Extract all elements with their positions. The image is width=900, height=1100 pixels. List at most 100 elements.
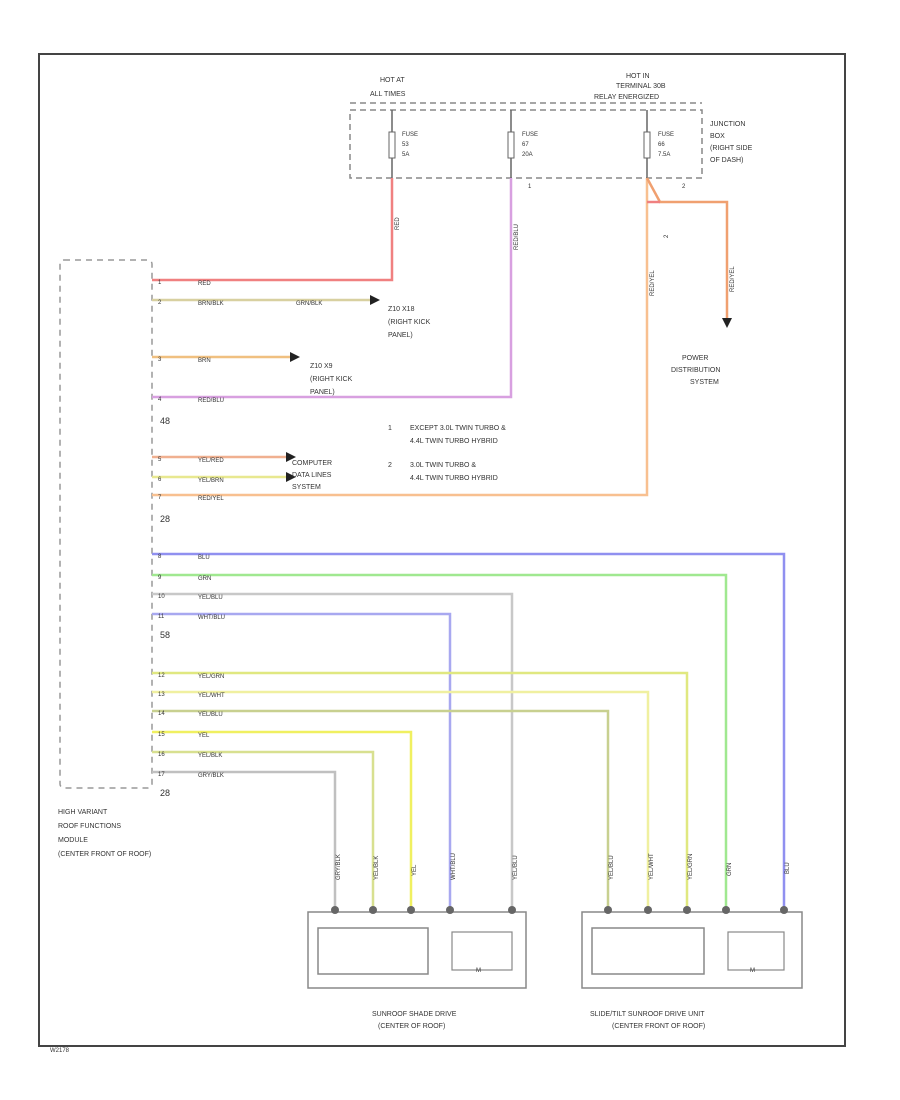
pin-15: 15 — [158, 732, 165, 738]
label-jump-note: 2 — [664, 234, 670, 238]
pin-3: 3 — [158, 357, 162, 363]
wire-gry-blk — [152, 770, 337, 910]
arrow-ground-x98 — [290, 352, 300, 362]
tilt-pin-2 — [644, 906, 652, 914]
shade-pin-4 — [446, 906, 454, 914]
pin-5: 5 — [158, 457, 162, 463]
computer-data-label-3: SYSTEM — [292, 484, 321, 491]
pin-14: 14 — [158, 711, 165, 717]
pin-16: 16 — [158, 752, 165, 758]
note-2-line-1: 3.0L TWIN TURBO & — [410, 462, 476, 469]
label-brn-blk: BRN/BLK — [198, 301, 224, 307]
hot-in-terminal-label-1: HOT IN — [626, 73, 650, 80]
fuse-66-number: 66 — [658, 142, 665, 148]
tilt-motor-body — [591, 927, 705, 975]
vlabel-yel-blu-tilt: YEL/BLU — [609, 855, 615, 880]
pin-9: 9 — [158, 575, 162, 581]
label-fuse66-redyel: RED/YEL — [650, 270, 656, 296]
hot-in-terminal-label-2: TERMINAL 30B — [616, 83, 666, 90]
pin-2: 2 — [158, 300, 162, 306]
shade-pin-3 — [407, 906, 415, 914]
note-1-line-2: 4.4L TWIN TURBO HYBRID — [410, 438, 498, 445]
pin-7: 7 — [158, 495, 162, 501]
pin-17: 17 — [158, 772, 165, 778]
label-yel: YEL — [198, 733, 210, 739]
fuse-67: FUSE 67 20A 1 — [507, 110, 538, 190]
pin-13: 13 — [158, 692, 165, 698]
shade-drive-box — [307, 911, 527, 989]
ground-x98-label-1: Z10 X9 — [310, 363, 333, 370]
label-yel-blu-b: YEL/BLU — [198, 712, 223, 718]
note-1-number: 1 — [388, 425, 392, 432]
label-red-blu: RED/BLU — [198, 398, 224, 404]
label-yel-blu-a: YEL/BLU — [198, 595, 223, 601]
wire-blu — [152, 552, 786, 910]
ground-x118-label-2: (RIGHT KICK — [388, 319, 431, 326]
fuse-66-label: FUSE — [658, 132, 674, 138]
label-yel-brn: YEL/BRN — [198, 478, 224, 484]
computer-data-label-2: DATA LINES — [292, 472, 332, 479]
wire-red — [152, 178, 394, 282]
wire-yel-blu-tilt — [152, 709, 610, 910]
ground-x118-label-3: PANEL) — [388, 332, 413, 339]
computer-data-label-1: COMPUTER — [292, 460, 332, 467]
shade-motor-body — [317, 927, 429, 975]
fuse-53-rating: 5A — [402, 152, 409, 158]
wire-yel-blu-shade — [152, 592, 514, 910]
hot-at-all-times-label-2: ALL TIMES — [370, 91, 406, 98]
pin-11: 11 — [158, 614, 165, 620]
arrow-data-2 — [286, 472, 296, 482]
fuse-66-rating: 7.5A — [658, 152, 670, 158]
fuse-wire-labels: RED RED/BLU RED/YEL RED/YEL 2 — [395, 217, 736, 296]
pin-8: 8 — [158, 554, 162, 560]
pin-12: 12 — [158, 673, 165, 679]
module-label-2: ROOF FUNCTIONS — [58, 823, 121, 830]
fuse-66: FUSE 66 7.5A 2 — [643, 110, 686, 190]
module-pins: 1 RED 2 BRN/BLK GRN/BLK 3 BRN 4 RED/BLU … — [158, 280, 322, 798]
vlabel-yel-wht: YEL/WHT — [649, 853, 655, 880]
tilt-pin-3 — [683, 906, 691, 914]
wire-yel-grn — [152, 671, 689, 910]
junction-box-label-2: BOX — [710, 133, 725, 140]
label-brn: BRN — [198, 358, 211, 364]
label-fuse53-red: RED — [395, 217, 401, 230]
tilt-drive-box — [581, 911, 803, 989]
label-fuse67-redblu: RED/BLU — [514, 224, 520, 250]
vlabel-yel-grn: YEL/GRN — [688, 854, 694, 880]
fuse-53-label: FUSE — [402, 132, 418, 138]
shade-drive-label-2: (CENTER OF ROOF) — [378, 1023, 445, 1030]
vlabel-yel-blu-shade: YEL/BLU — [513, 855, 519, 880]
junction-box-label-3: (RIGHT SIDE — [710, 145, 753, 152]
shade-switch-box — [451, 931, 513, 971]
label-red: RED — [198, 281, 211, 287]
label-grn-blk: GRN/BLK — [296, 301, 322, 307]
shade-pin-2 — [369, 906, 377, 914]
wires — [152, 177, 786, 910]
junction-box-label-4: OF DASH) — [710, 157, 743, 164]
note-1-line-1: EXCEPT 3.0L TWIN TURBO & — [410, 425, 506, 432]
label-wht-blu: WHT/BLU — [198, 615, 225, 621]
wire-red-yel — [152, 178, 649, 497]
tilt-motor-symbol: M — [750, 968, 755, 974]
wire-red-blu — [152, 178, 513, 399]
vlabel-yel: YEL — [412, 864, 418, 876]
arrow-data-1 — [286, 452, 296, 462]
label-pd-redyel: RED/YEL — [730, 266, 736, 292]
tilt-drive-label-2: (CENTER FRONT OF ROOF) — [612, 1023, 705, 1030]
vlabel-wht-blu: WHT/BLU — [451, 853, 457, 880]
fuse-53-number: 53 — [402, 142, 409, 148]
tilt-drive-label-1: SLIDE/TILT SUNROOF DRIVE UNIT — [590, 1011, 705, 1018]
note-2-line-2: 4.4L TWIN TURBO HYBRID — [410, 475, 498, 482]
module-label-4: (CENTER FRONT OF ROOF) — [58, 851, 151, 858]
arrow-ground-x118 — [370, 295, 380, 305]
label-blu: BLU — [198, 555, 210, 561]
label-gry-blk: GRY/BLK — [198, 773, 224, 779]
vlabel-grn: GRN — [727, 863, 733, 876]
label-yel-wht: YEL/WHT — [198, 693, 225, 699]
power-dist-label-3: SYSTEM — [690, 379, 719, 386]
ground-x98-label-2: (RIGHT KICK — [310, 376, 353, 383]
fuse-53: FUSE 53 5A — [388, 110, 418, 178]
diagram-frame — [38, 53, 846, 1047]
hot-at-all-times-label-1: HOT AT — [380, 77, 405, 84]
